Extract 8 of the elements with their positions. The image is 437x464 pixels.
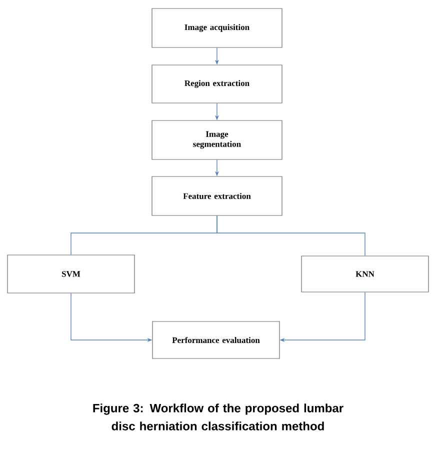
caption: Figure 3: Workflow of the proposed lumbar disc herniation classification method [93, 404, 344, 430]
process-box: Image segmentation [152, 120, 282, 160]
process-box: KNN [301, 256, 429, 292]
process-box: SVM [7, 254, 135, 294]
process-box: Region extraction [152, 64, 282, 104]
process-box: Image acquisition [152, 8, 282, 48]
process-box: Feature extraction [152, 176, 282, 216]
process-box: Performance evaluation [152, 321, 280, 359]
